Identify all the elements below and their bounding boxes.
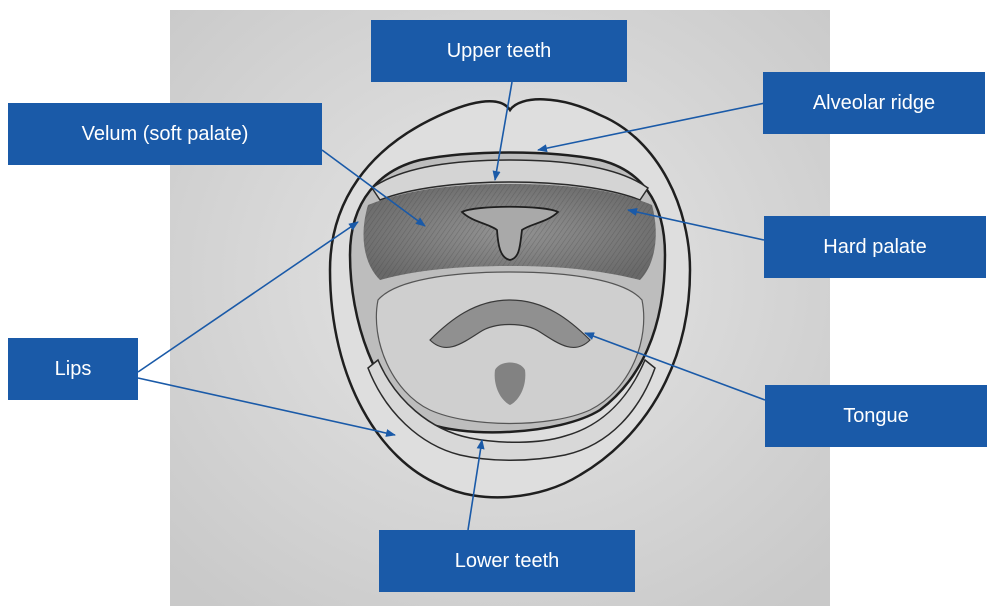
label-upper-teeth: Upper teeth [371, 20, 627, 82]
label-velum: Velum (soft palate) [8, 103, 322, 165]
label-lips: Lips [8, 338, 138, 400]
label-lower-teeth: Lower teeth [379, 530, 635, 592]
label-hard-palate: Hard palate [764, 216, 986, 278]
label-tongue: Tongue [765, 385, 987, 447]
label-alveolar-ridge: Alveolar ridge [763, 72, 985, 134]
